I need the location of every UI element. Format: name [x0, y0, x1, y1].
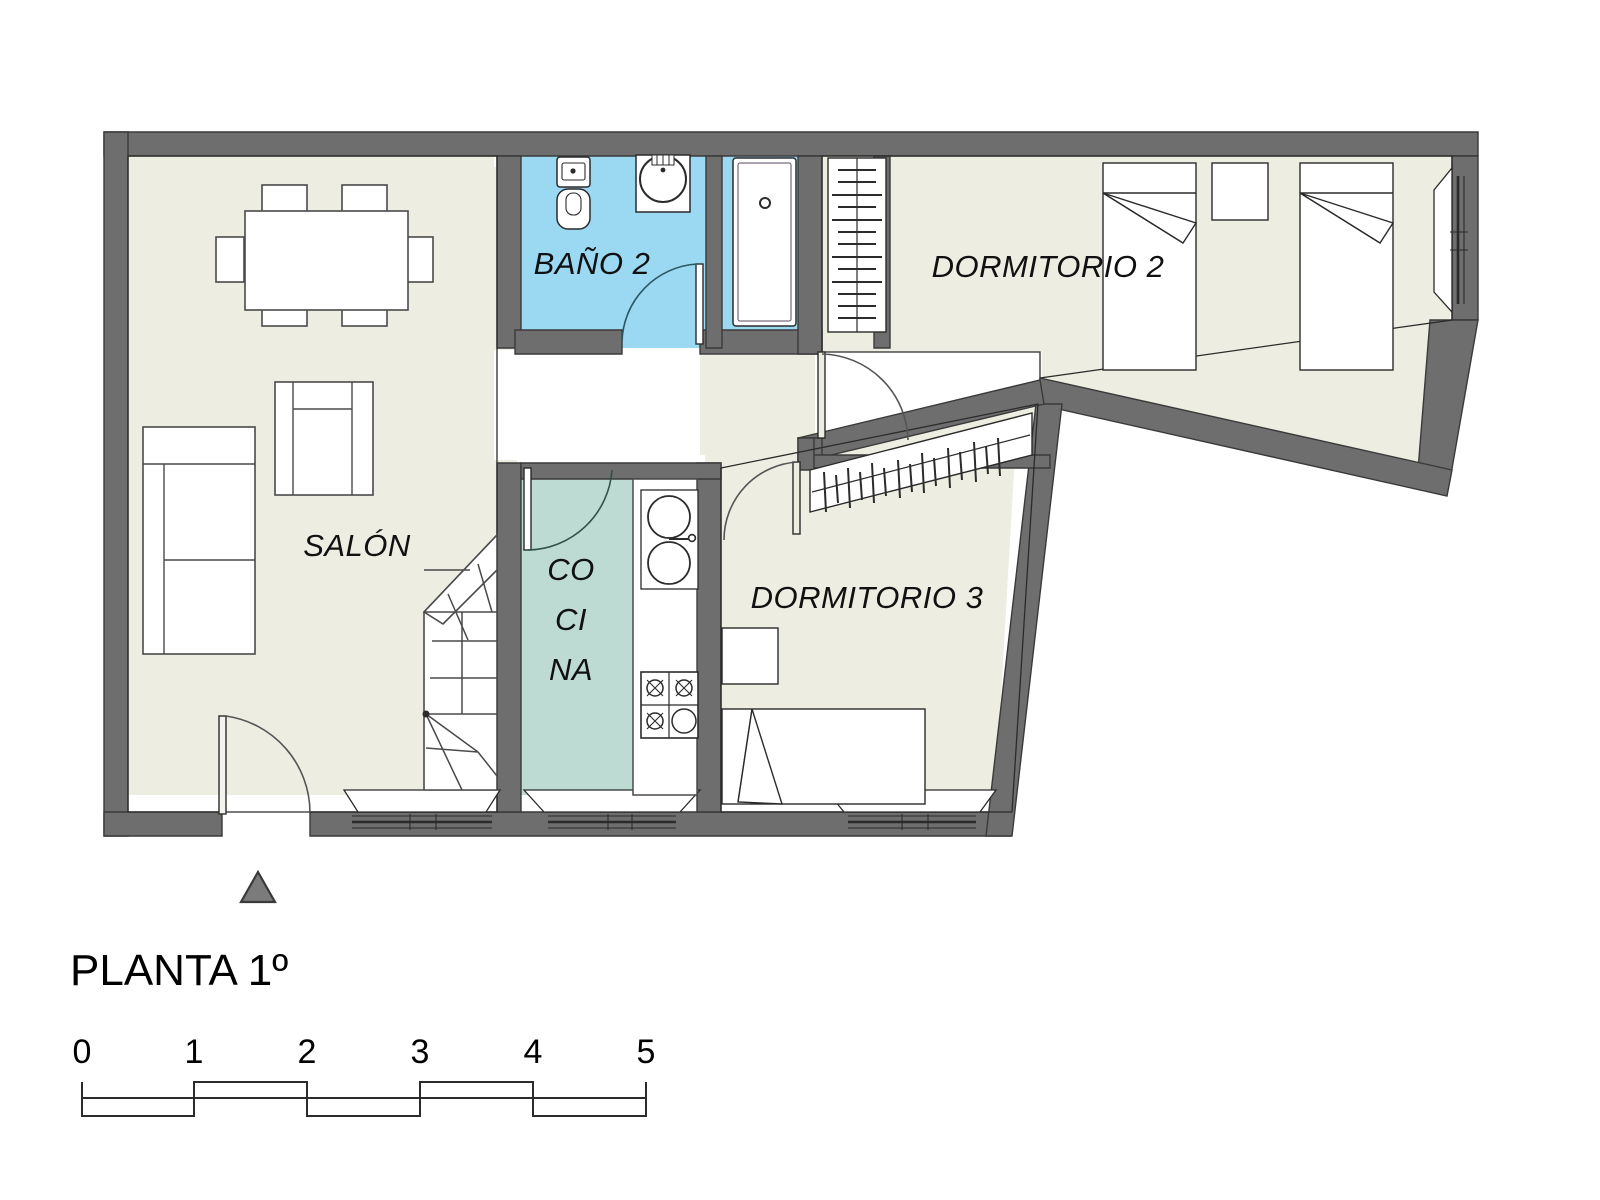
sofa: [142, 426, 256, 655]
window-east-dormitorio2: [1433, 166, 1468, 314]
wall-interior-dorm2-west: [797, 155, 823, 355]
wall-interior-bano-south-a: [514, 329, 623, 355]
outline-dorm3: [720, 403, 1039, 813]
scale-tick-4: 4: [524, 1033, 543, 1071]
doors: [218, 263, 909, 815]
nightstand: [1211, 162, 1269, 221]
floor-area-hall: [700, 355, 1040, 455]
dormitorio3-door: [723, 461, 801, 541]
furniture-dormitorio3: [721, 412, 1033, 805]
dining-chair: [404, 236, 434, 283]
room-label-dormitorio2: DORMITORIO 2: [932, 249, 1165, 284]
furniture-cocina: [632, 478, 699, 796]
wall-interior-cocina-west: [496, 462, 522, 813]
entrance-door: [218, 715, 311, 815]
stair-treads: [424, 563, 498, 791]
wall-exterior-north: [103, 131, 1479, 157]
bathroom-door: [621, 263, 704, 345]
wall-interior-cocina-east: [696, 462, 722, 813]
staircase: [422, 532, 498, 791]
wall-exterior-west: [103, 131, 129, 837]
scale-tick-1: 1: [185, 1033, 204, 1071]
wall-interior-bano-east: [705, 155, 723, 349]
walls: [103, 131, 1479, 837]
furniture-bano2: [556, 154, 797, 327]
cooktop: [640, 671, 699, 739]
nightstand: [721, 627, 779, 685]
room-label-dormitorio3: DORMITORIO 3: [751, 580, 984, 615]
dormitorio2-door: [817, 351, 909, 441]
wardrobe: [809, 412, 1033, 513]
wall-exterior-east-upper: [1451, 155, 1479, 321]
dining-chair: [215, 236, 245, 283]
room-label-cocina: CO CI NA: [547, 552, 595, 687]
scale-tick-3: 3: [411, 1033, 430, 1071]
room-label-bano2: BAÑO 2: [534, 246, 651, 281]
kitchen-sink: [640, 489, 699, 590]
wall-interior-cocina-north: [520, 462, 722, 480]
scale-tick-5: 5: [637, 1033, 656, 1071]
furniture-dormitorio2: [827, 157, 1395, 371]
kitchen-door: [523, 467, 613, 551]
scale-bar: 0 1 2 3 4 5: [73, 1033, 656, 1117]
room-labels: SALÓN BAÑO 2 DORMITORIO 2 DORMITORIO 3 C…: [303, 246, 1164, 687]
window-south-salon: [342, 789, 502, 830]
svg-text:CO: CO: [547, 552, 595, 587]
furniture-salon: [142, 184, 434, 655]
washbasin: [635, 154, 691, 213]
page-title: PLANTA 1º: [70, 946, 288, 995]
dining-table: [244, 210, 409, 311]
toilet: [556, 156, 591, 230]
wall-exterior-south-a: [103, 811, 223, 837]
double-bed: [721, 708, 926, 805]
armchair: [274, 381, 374, 496]
single-bed: [1299, 162, 1395, 371]
wardrobe: [827, 157, 887, 333]
scale-tick-0: 0: [73, 1033, 92, 1071]
single-bed: [1102, 162, 1198, 371]
wall-interior-bano-west: [496, 155, 522, 349]
svg-text:NA: NA: [549, 652, 593, 687]
orientation-triangle: [239, 869, 277, 904]
scale-bar-graphic: [81, 1081, 647, 1117]
svg-text:CI: CI: [555, 602, 587, 637]
dining-chair: [261, 184, 308, 214]
scale-tick-2: 2: [298, 1033, 317, 1071]
room-label-salon: SALÓN: [303, 528, 411, 563]
dining-chair: [341, 184, 388, 214]
bathtub: [732, 157, 797, 327]
